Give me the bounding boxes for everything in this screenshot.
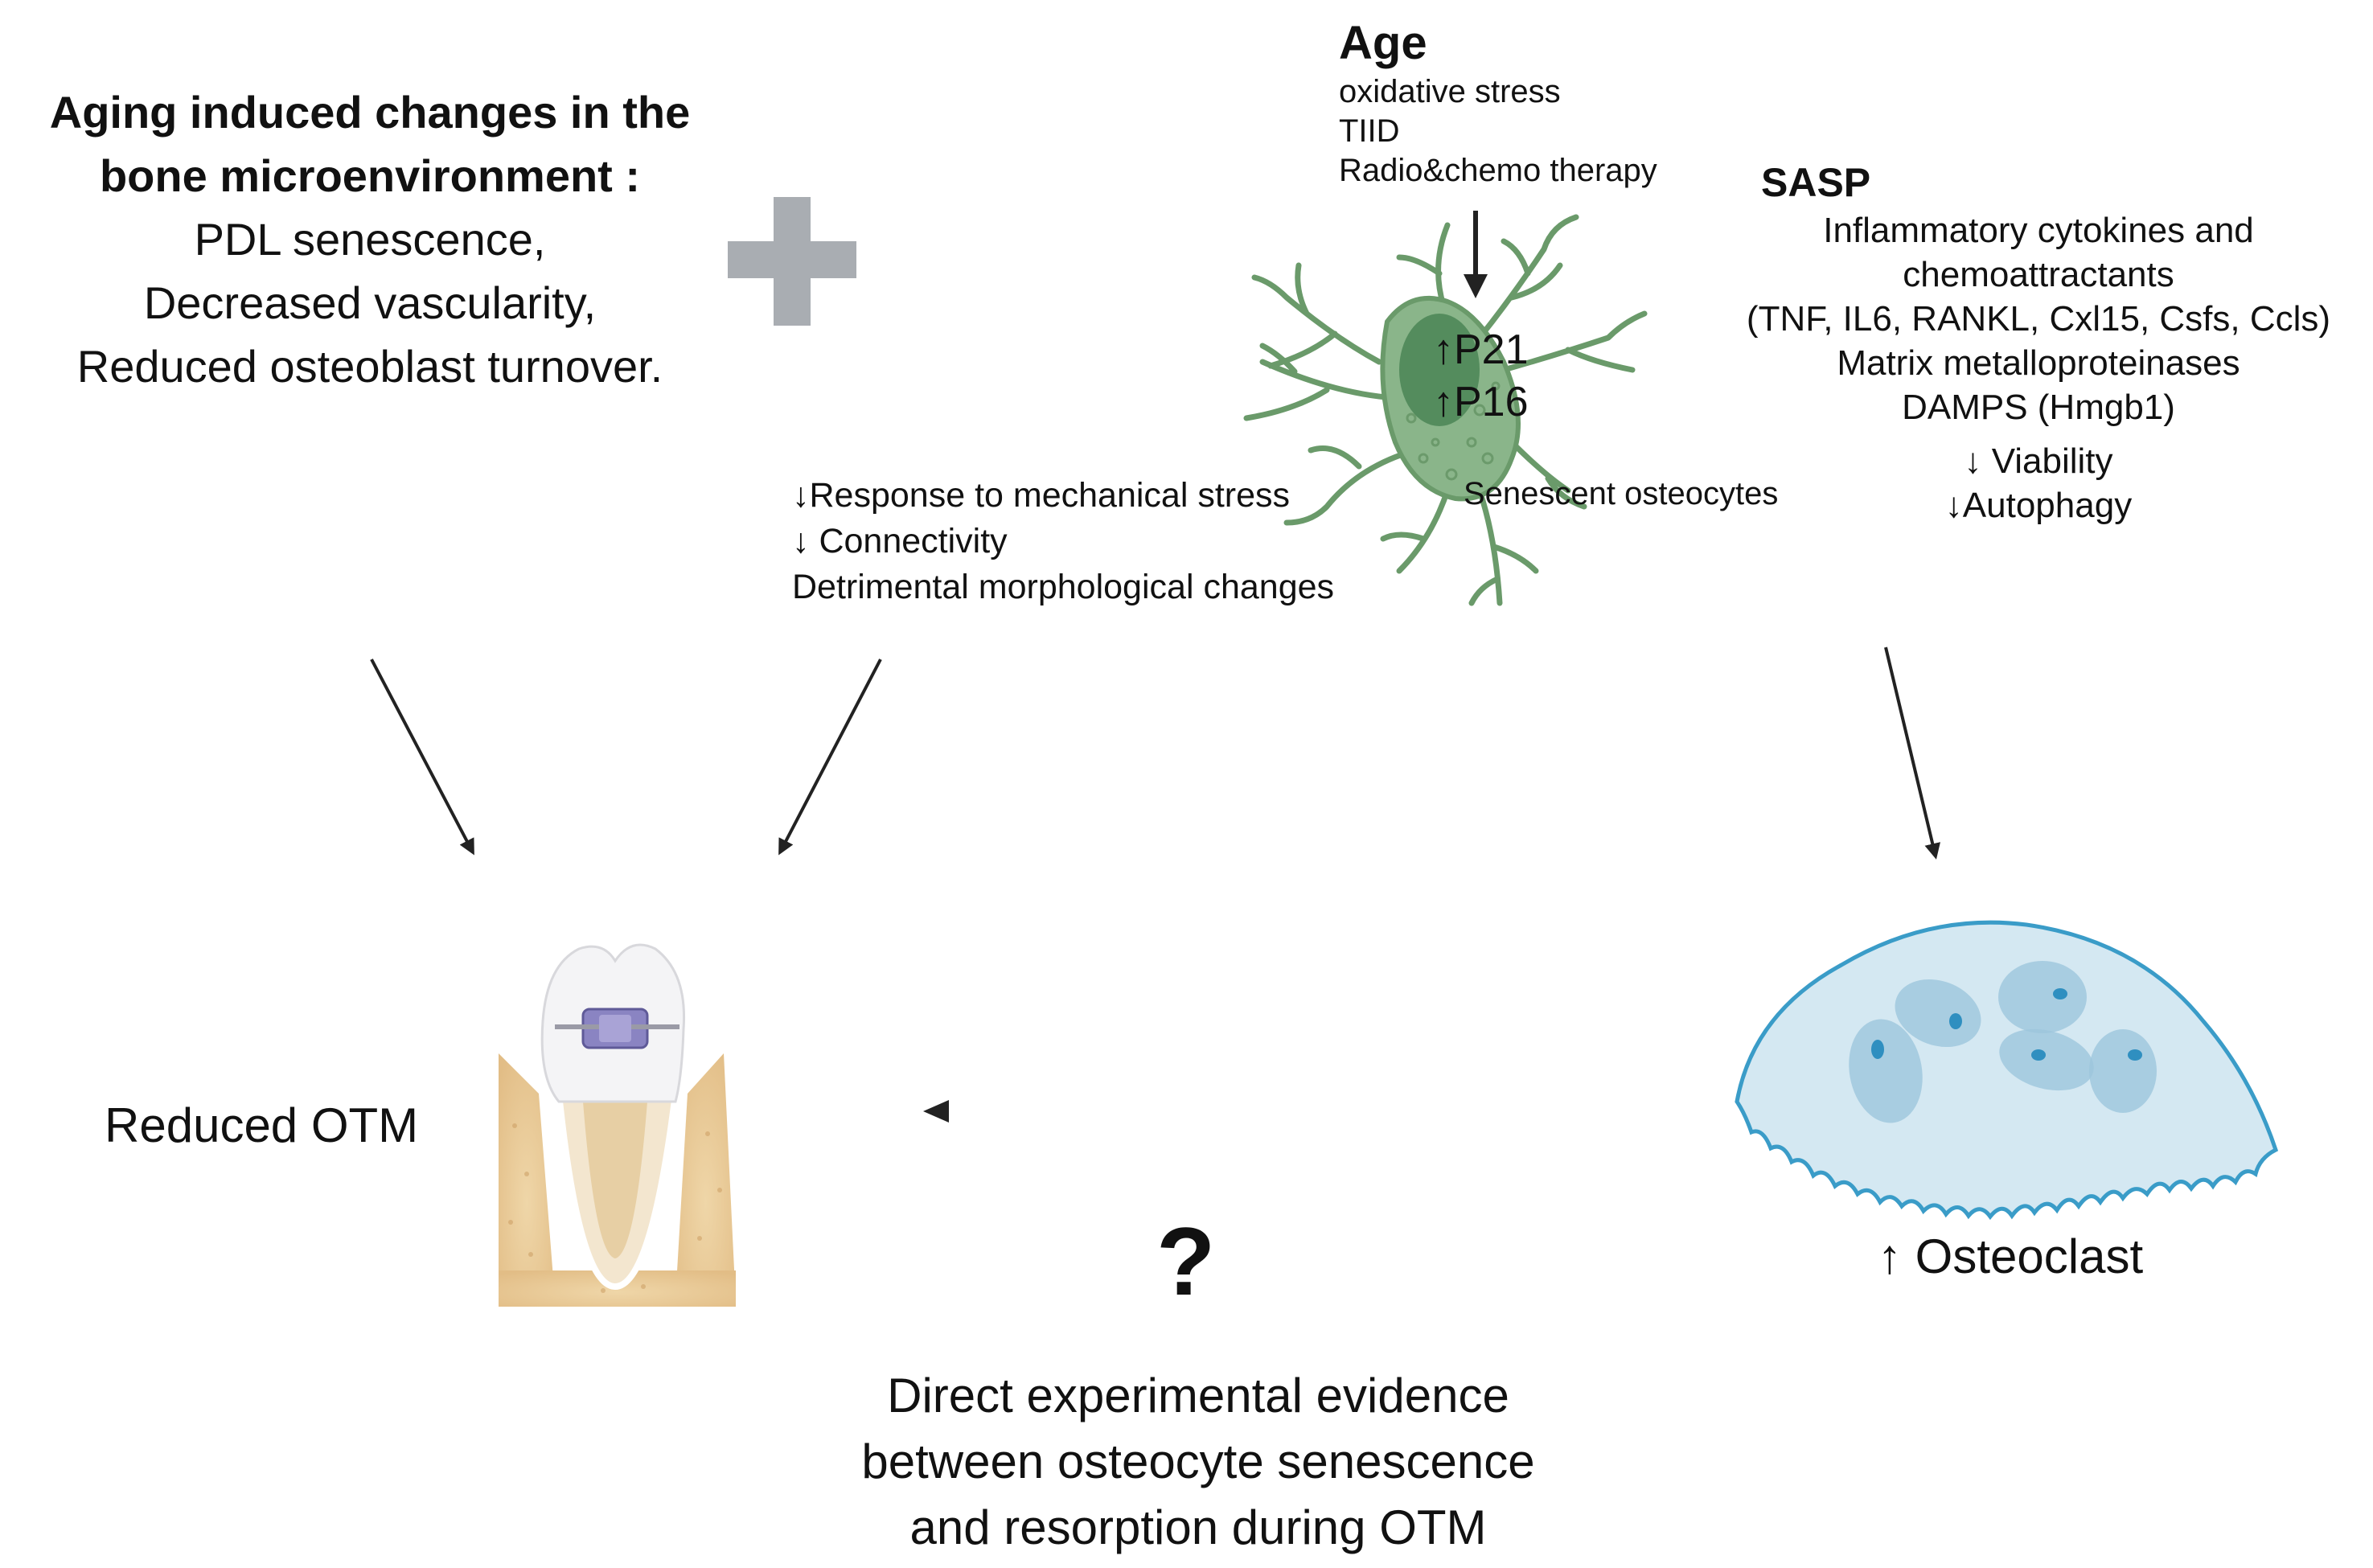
sasp-item: ↓Autophagy [1944, 486, 2133, 525]
arrow-sasp-to-osteoclast [1884, 646, 1941, 860]
aging-item-pdl: PDL senescence, [194, 214, 546, 265]
age-factor-tiid: TIID [1339, 113, 1400, 149]
age-factor-oxidative-stress: oxidative stress [1339, 74, 1561, 109]
arrow-aging-to-otm [370, 659, 474, 856]
marker-p16: ↑P16 [1433, 379, 1529, 425]
sasp-block: SASP Inflammatory cytokines and chemoatt… [1705, 157, 2372, 527]
reduced-otm-label: Reduced OTM [105, 1098, 419, 1152]
plus-icon [728, 197, 856, 326]
evidence-line-3: and resorption during OTM [909, 1500, 1487, 1554]
sasp-item: chemoattractants [1903, 255, 2174, 294]
osteoclast-illustration [1735, 920, 2279, 1221]
aging-changes-block: Aging induced changes in the bone microe… [0, 80, 740, 398]
aging-title-line-2: bone microenvironment : [99, 150, 641, 201]
sasp-item: Inflammatory cytokines and [1823, 211, 2254, 250]
osteocyte-effects-block: ↓Response to mechanical stress ↓ Connect… [792, 473, 1334, 610]
age-title: Age [1339, 17, 1427, 69]
arrow-effects-to-otm [778, 659, 882, 856]
aging-item-vascularity: Decreased vascularity, [143, 277, 597, 328]
osteoclast-label: ↑ Osteoclast [1878, 1229, 2144, 1283]
tooth-with-bracket-illustration [499, 943, 736, 1307]
sasp-item: DAMPS (Hmgb1) [1902, 388, 2175, 427]
marker-p21: ↑P21 [1433, 326, 1529, 373]
sasp-item: ↓ Viability [1964, 441, 2113, 481]
effect-mechanical-stress: ↓Response to mechanical stress [792, 476, 1291, 515]
senescent-osteocytes-label: Senescent osteocytes [1464, 476, 1779, 511]
evidence-line-1: Direct experimental evidence [887, 1369, 1509, 1422]
evidence-line-2: between osteocyte senescence [861, 1435, 1535, 1488]
age-factor-therapy: Radio&chemo therapy [1339, 153, 1657, 188]
question-mark: ? [1156, 1208, 1216, 1316]
effect-connectivity: ↓ Connectivity [792, 522, 1008, 560]
sasp-item: Matrix metalloproteinases [1837, 343, 2240, 383]
evidence-question-text: Direct experimental evidence between ost… [756, 1363, 1640, 1561]
sasp-title: SASP [1761, 160, 1871, 205]
effect-morphology: Detrimental morphological changes [792, 568, 1335, 606]
age-factors-block: Age oxidative stress TIID Radio&chemo th… [1339, 14, 1657, 191]
senescent-osteocyte-illustration [1243, 214, 1648, 606]
sasp-item: (TNF, IL6, RANKL, Cxl15, Csfs, Ccls) [1746, 299, 2331, 339]
aging-title-line-1: Aging induced changes in the [49, 87, 691, 138]
aging-item-osteoblast: Reduced osteoblast turnover. [76, 341, 663, 392]
